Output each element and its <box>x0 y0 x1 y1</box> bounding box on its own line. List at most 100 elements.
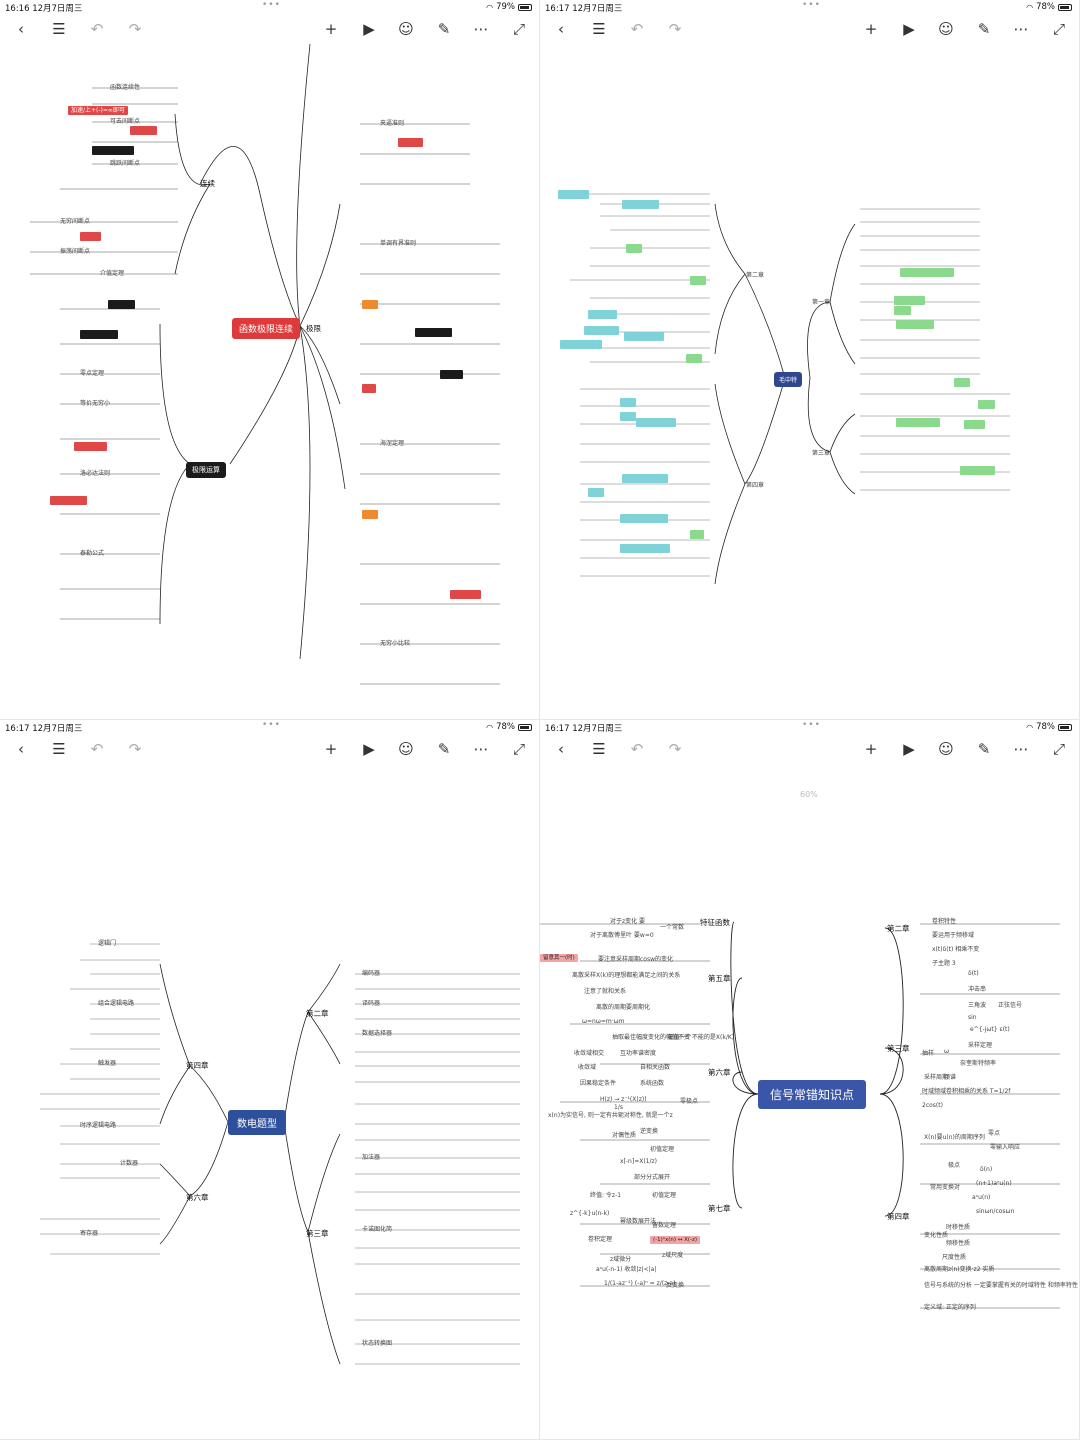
mindmap-node[interactable]: 自相关函数 <box>640 1064 671 1071</box>
chapter-node[interactable]: 特征函数 <box>700 918 730 927</box>
mindmap-node[interactable]: δ(t) <box>968 970 979 977</box>
leaf[interactable]: 译码器 <box>362 1000 381 1007</box>
green-note[interactable] <box>626 244 642 253</box>
note-orange-2[interactable] <box>362 510 378 519</box>
leaf[interactable]: 组合逻辑电路 <box>98 1000 135 1007</box>
mindmap-node[interactable]: 冲击串 <box>968 986 987 993</box>
mindmap-node[interactable]: ω=nω=m·ωm <box>582 1018 625 1025</box>
leaf[interactable]: 泰勒公式 <box>80 550 105 557</box>
plus-icon[interactable]: + <box>324 740 338 758</box>
mindmap-node[interactable]: 初值定理 <box>650 1146 675 1153</box>
leaf[interactable]: 洛必达法则 <box>80 470 111 477</box>
leaf[interactable]: 加法器 <box>362 1154 381 1161</box>
mindmap-node[interactable]: 互功率谱密度 <box>620 1050 657 1057</box>
mindmap-node[interactable]: 定义域: 正定的序列 <box>924 1304 976 1311</box>
play-icon[interactable]: ▶ <box>903 740 915 758</box>
play-icon[interactable]: ▶ <box>363 20 375 38</box>
chapter-node[interactable]: 第二章 <box>746 272 765 279</box>
mindmap-node[interactable]: (-1)ⁿx(n) ↔ X(-z) <box>650 1236 701 1244</box>
multitask-dots[interactable]: ••• <box>802 0 821 10</box>
more-icon[interactable]: ⋯ <box>473 740 489 758</box>
list-icon[interactable]: ☰ <box>52 740 66 758</box>
mindmap-node[interactable]: z(n)变换·z2 实质 <box>948 1266 995 1273</box>
leaf[interactable]: 状态转换图 <box>362 1340 393 1347</box>
mindmap-node[interactable]: z域尺度 <box>662 1252 684 1259</box>
mindmap-node[interactable]: 正弦信号 <box>998 1002 1023 1009</box>
note-black-4[interactable] <box>415 328 452 337</box>
mindmap-node[interactable]: 终值: 令z-1 <box>590 1192 622 1199</box>
back-icon[interactable]: ‹ <box>18 740 24 758</box>
emoji-icon[interactable]: ☺ <box>398 20 414 38</box>
mindmap-node[interactable]: 信号与系统的分析 一定要掌握有关的时域特性 和频率特性 2ω <box>924 1282 1080 1289</box>
mindmap-node[interactable]: 采样定理 <box>968 1042 993 1049</box>
mindmap-node[interactable]: 反变换 <box>666 1282 685 1289</box>
mindmap-node[interactable]: 因果稳定条件 <box>580 1080 617 1087</box>
branch-continuity[interactable]: 连续 <box>200 179 215 188</box>
teal-note[interactable] <box>622 474 669 483</box>
mindmap-node[interactable]: 注意了就和关系 <box>584 988 627 995</box>
mindmap-node[interactable]: 时移性质 <box>946 1224 971 1231</box>
plus-icon[interactable]: + <box>324 20 338 38</box>
mindmap-canvas[interactable]: 毛中特 第一章 第二章 第三章 第四章 <box>540 44 1079 719</box>
note-red-6[interactable] <box>362 384 376 393</box>
list-icon[interactable]: ☰ <box>592 740 606 758</box>
undo-icon[interactable]: ↶ <box>630 740 644 758</box>
mindmap-node[interactable]: 零点 <box>988 1130 1001 1137</box>
emoji-icon[interactable]: ☺ <box>938 20 954 38</box>
mindmap-node[interactable]: 卷积特性 <box>932 918 957 925</box>
mindmap-node[interactable]: 收敛域 <box>578 1064 597 1071</box>
green-note[interactable] <box>900 268 954 277</box>
green-note[interactable] <box>894 306 912 315</box>
multitask-dots[interactable]: ••• <box>262 0 281 10</box>
note-red-2[interactable] <box>80 232 102 241</box>
mindmap-node[interactable]: z^{-k}u(n-k) <box>570 1210 610 1217</box>
leaf[interactable]: 单调有界准则 <box>380 240 417 247</box>
mindmap-canvas[interactable]: 函数极限连续 极限运算 连续 极限 加速/上+(-)=∞即可 <box>0 44 539 719</box>
undo-icon[interactable]: ↶ <box>90 740 104 758</box>
chapter-node[interactable]: 第三章 <box>812 450 831 457</box>
leaf[interactable]: 介值定理 <box>100 270 125 277</box>
mindmap-node[interactable]: 1/s <box>614 1104 623 1111</box>
more-icon[interactable]: ⋯ <box>1013 740 1029 758</box>
teal-note[interactable] <box>620 398 636 407</box>
note-red-5[interactable] <box>398 138 424 147</box>
mindmap-node[interactable]: x(n)为实信号, 则一定有共轭对称性, 就是一个z <box>548 1112 673 1119</box>
note-red-7[interactable] <box>450 590 481 599</box>
mindmap-node[interactable]: 离散采样X(k)的理想都能满足之间的关系 <box>572 972 681 979</box>
brush-icon[interactable]: ✎ <box>437 20 451 38</box>
chapter-node[interactable]: 第二章 <box>306 1009 329 1018</box>
note-black-5[interactable] <box>440 370 464 379</box>
leaf[interactable]: 等价无穷小 <box>80 400 111 407</box>
mindmap-node[interactable]: 初值定理 <box>652 1192 677 1199</box>
redo-icon[interactable]: ↷ <box>668 20 682 38</box>
note-red-1[interactable] <box>130 126 157 135</box>
chapter-node[interactable]: 第六章 <box>708 1068 731 1077</box>
redo-icon[interactable]: ↷ <box>128 20 142 38</box>
mindmap-node[interactable]: 常用变换对 <box>930 1184 961 1191</box>
leaf[interactable]: 卡诺图化简 <box>362 1226 393 1233</box>
back-icon[interactable]: ‹ <box>558 20 564 38</box>
fullscreen-icon[interactable]: ⤢ <box>1052 740 1065 758</box>
mindmap-node[interactable]: 幂级数展开法 <box>620 1218 657 1225</box>
leaf[interactable]: 零点定理 <box>80 370 105 377</box>
leaf[interactable]: 可去间断点 <box>110 118 141 125</box>
teal-note[interactable] <box>636 418 677 427</box>
multitask-dots[interactable]: ••• <box>262 720 281 730</box>
brush-icon[interactable]: ✎ <box>977 20 991 38</box>
fullscreen-icon[interactable]: ⤢ <box>512 740 525 758</box>
teal-note[interactable] <box>624 332 665 341</box>
mindmap-node[interactable]: sin <box>968 1014 977 1021</box>
mindmap-node[interactable]: 对于离散傅里叶 要w=0 <box>590 932 654 939</box>
green-note[interactable] <box>954 378 970 387</box>
green-note[interactable] <box>686 354 702 363</box>
leaf[interactable]: 寄存器 <box>80 1230 99 1237</box>
multitask-dots[interactable]: ••• <box>802 720 821 730</box>
note-red-3[interactable] <box>74 442 107 451</box>
mindmap-node[interactable]: 采样周期 <box>924 1074 949 1081</box>
more-icon[interactable]: ⋯ <box>1013 20 1029 38</box>
mindmap-node[interactable]: 要注意采样周期cosw的变化 <box>598 956 674 963</box>
green-note[interactable] <box>894 296 925 305</box>
chapter-node[interactable]: 第四章 <box>887 1212 910 1221</box>
green-note[interactable] <box>978 400 996 409</box>
fullscreen-icon[interactable]: ⤢ <box>512 20 525 38</box>
